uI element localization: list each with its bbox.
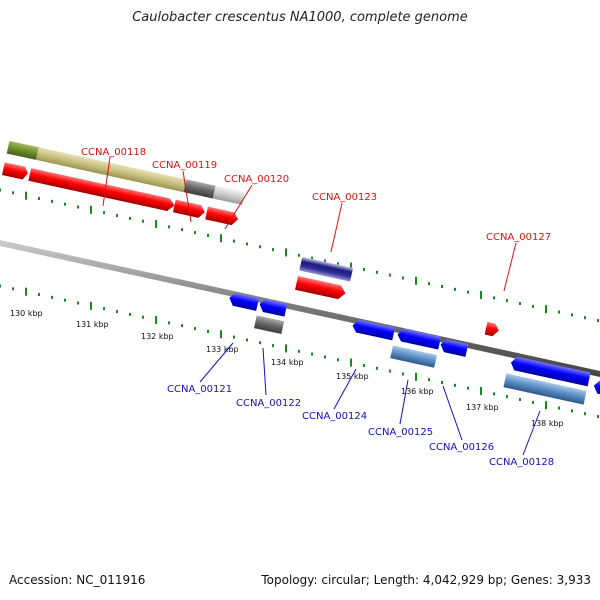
misc-feature-ccna-00125[interactable] xyxy=(390,345,437,368)
gene-arrow-ccna-00128[interactable] xyxy=(509,356,591,387)
gene-label-ccna-00121[interactable]: CCNA_00121 xyxy=(167,384,232,395)
leader-lines xyxy=(102,156,541,456)
gene-arrow-ccna-00121[interactable] xyxy=(228,292,259,311)
gene-label-ccna-00124[interactable]: CCNA_00124 xyxy=(302,411,367,422)
ruler-label: 132 kbp xyxy=(141,332,174,341)
gene-arrow-ccna-00117[interactable] xyxy=(2,162,29,180)
gene-arrow-ccna-00129[interactable] xyxy=(592,379,600,396)
gene-label-ccna-00126[interactable]: CCNA_00126 xyxy=(429,442,494,453)
gene-label-ccna-00123[interactable]: CCNA_00123 xyxy=(312,192,377,203)
gene-arrow-ccna-00119[interactable] xyxy=(172,199,206,219)
accession-text: Accession: NC_011916 xyxy=(9,573,146,587)
ruler-label: 134 kbp xyxy=(271,358,304,367)
ruler-label: 136 kbp xyxy=(401,387,434,396)
gene-label-ccna-00127[interactable]: CCNA_00127 xyxy=(486,232,551,243)
gene-arrow-ccna-00120[interactable] xyxy=(205,206,239,227)
ruler-labels: 130 kbp 131 kbp 132 kbp 133 kbp 134 kbp … xyxy=(10,309,564,428)
misc-feature-dark[interactable] xyxy=(183,179,216,199)
gene-arrow-ccna-00127[interactable] xyxy=(484,321,500,337)
map-title: Caulobacter crescentus NA1000, complete … xyxy=(132,10,468,25)
top-gene-labels: CCNA_00118 CCNA_00119 CCNA_00120 CCNA_00… xyxy=(81,147,551,243)
tick-marks xyxy=(0,188,599,419)
bottom-gene-labels: CCNA_00121 CCNA_00122 CCNA_00124 CCNA_00… xyxy=(167,384,554,468)
gene-arrow-ccna-00118[interactable] xyxy=(28,168,175,212)
genome-summary-text: Topology: circular; Length: 4,042,929 bp… xyxy=(261,573,591,587)
forward-strand-features xyxy=(2,140,500,337)
gene-label-ccna-00120[interactable]: CCNA_00120 xyxy=(224,174,289,185)
gene-label-ccna-00122[interactable]: CCNA_00122 xyxy=(236,398,301,409)
misc-feature-green[interactable] xyxy=(6,140,39,160)
gene-label-ccna-00125[interactable]: CCNA_00125 xyxy=(368,427,433,438)
ruler-label: 137 kbp xyxy=(466,403,499,412)
gene-arrow-ccna-00125[interactable] xyxy=(396,328,441,350)
misc-feature-ccna-00128[interactable] xyxy=(503,373,587,405)
gene-arrow-ccna-00124[interactable] xyxy=(351,319,396,341)
misc-feature-ccna-00123[interactable] xyxy=(299,256,354,282)
gene-label-ccna-00119[interactable]: CCNA_00119 xyxy=(152,160,217,171)
misc-feature-ccna-00122[interactable] xyxy=(254,315,285,335)
gene-label-ccna-00118[interactable]: CCNA_00118 xyxy=(81,147,146,158)
gene-arrow-ccna-00126[interactable] xyxy=(439,338,469,357)
ruler-label: 133 kbp xyxy=(206,345,239,354)
ruler-label: 131 kbp xyxy=(76,320,109,329)
gene-arrow-ccna-00123[interactable] xyxy=(295,276,347,300)
misc-feature-light[interactable] xyxy=(212,185,245,205)
gene-arrow-ccna-00122[interactable] xyxy=(258,298,288,317)
misc-feature-olive[interactable] xyxy=(35,147,187,193)
ruler-label: 130 kbp xyxy=(10,309,43,318)
ruler-label: 138 kbp xyxy=(531,419,564,428)
gene-label-ccna-00128[interactable]: CCNA_00128 xyxy=(489,457,554,468)
reverse-strand-features xyxy=(228,292,600,405)
